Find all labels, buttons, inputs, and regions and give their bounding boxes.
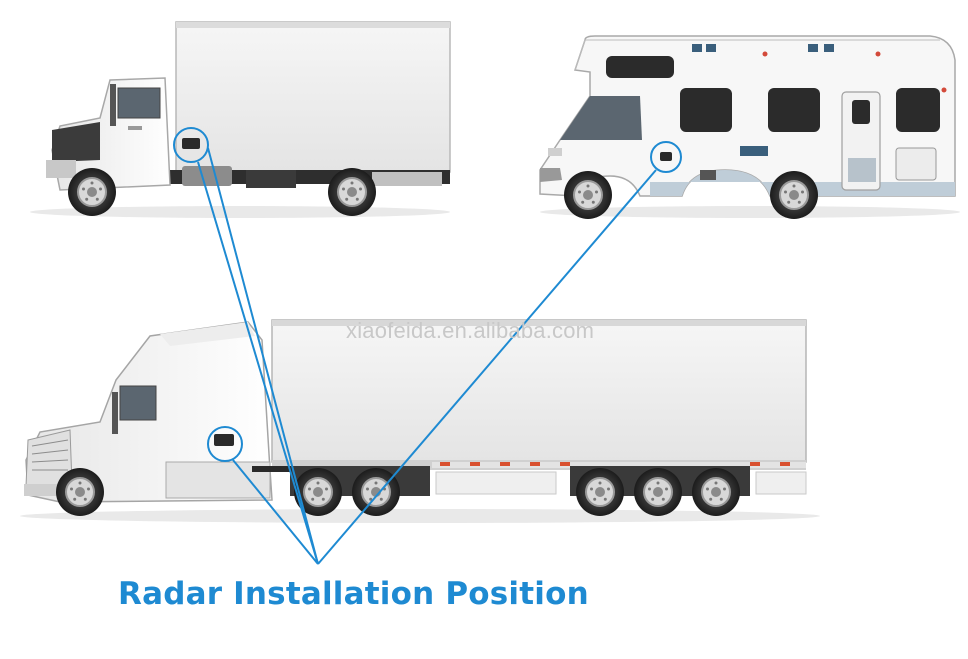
- watermark-text: xiaofeida.en.alibaba.com: [346, 318, 594, 344]
- motorhome: [540, 36, 960, 219]
- box-truck: [30, 22, 450, 218]
- semi-trailer-truck: [20, 320, 820, 523]
- radar-installation-caption: Radar Installation Position: [118, 576, 589, 612]
